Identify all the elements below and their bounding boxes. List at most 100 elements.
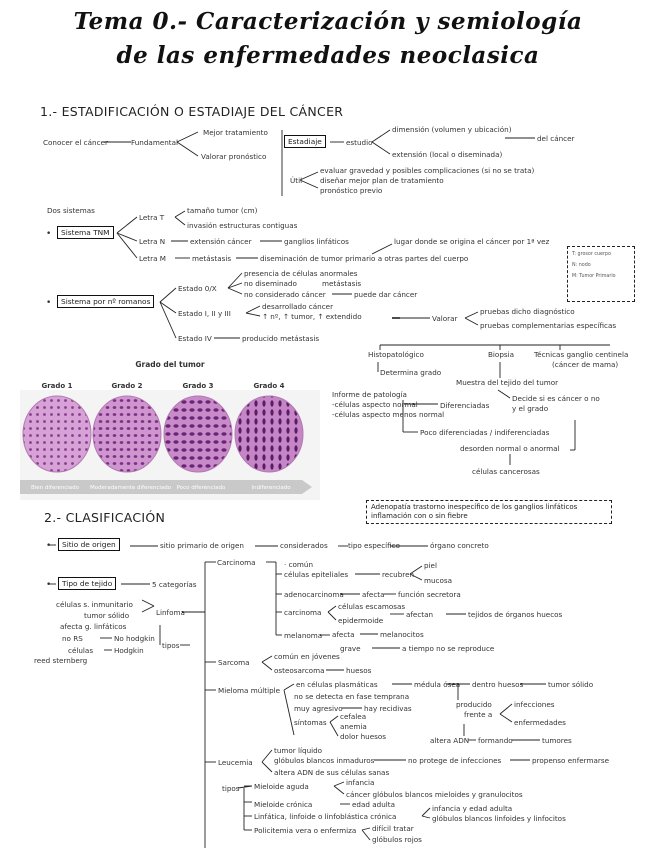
text-v2: pruebas complementarias específicas xyxy=(480,321,617,330)
text-linfoma: Linfoma xyxy=(156,608,185,617)
romanos-box: Sistema por nº romanos xyxy=(57,295,155,308)
page-title-line2: de las enfermedades neoclasica xyxy=(116,42,540,69)
text-tumor-solido: tumor sólido xyxy=(548,680,594,689)
bullet-tipo: • xyxy=(46,580,52,590)
text-melanoma: melanoma xyxy=(284,631,323,640)
text-lugar: lugar donde se origina el cáncer por 1ª … xyxy=(394,237,550,246)
text-inmunitario: células s. inmunitario xyxy=(56,600,133,609)
text-estado0: Estado 0/X xyxy=(178,284,217,293)
grade-label-1: Grado 1 xyxy=(41,382,73,390)
grade-footer-1: Bien diferenciado xyxy=(30,485,80,491)
bullet-sitio: • xyxy=(46,541,52,551)
text-sint-2: anemia xyxy=(340,722,367,731)
text-leu-1: tumor líquido xyxy=(274,746,323,755)
text-estado4: Estado IV xyxy=(178,334,212,343)
text-leu-2c: propenso enfermarse xyxy=(532,756,610,765)
text-estudio: estudio xyxy=(346,138,373,147)
text-util-3: pronóstico previo xyxy=(320,186,383,195)
section2-heading: 2.- CLASIFICACIÓN xyxy=(44,510,166,525)
grade-footer-4: Indiferenciado xyxy=(251,485,291,491)
text-mel-2: grave xyxy=(340,644,361,653)
text-e0-2: no diseminado xyxy=(244,279,297,288)
text-mel-1: afecta xyxy=(332,630,355,639)
text-dos-sistemas: Dos sistemas xyxy=(47,206,95,215)
text-dimension: dimensión (volumen y ubicación) xyxy=(392,125,512,134)
text-afecta-g: afecta g. linfáticos xyxy=(60,622,127,631)
text-frente: frente a xyxy=(464,710,493,719)
text-escamosas: células escamosas xyxy=(338,602,406,611)
text-epidermoide: epidermoide xyxy=(338,616,384,625)
text-sitio-4: órgano concreto xyxy=(430,541,489,550)
text-e1-1: desarrollado cáncer xyxy=(262,302,334,311)
text-sar-2: osteosarcoma xyxy=(274,666,325,675)
text-altera: altera ADN xyxy=(430,736,470,745)
text-t1: tamaño tumor (cm) xyxy=(187,206,258,215)
tumor-grade-figure: Grado del tumor Grado 1 Grado 2 Grado 3 … xyxy=(20,356,320,500)
text-biopsia: Biopsia xyxy=(488,350,515,359)
text-mel-1b: melanocitos xyxy=(380,630,424,639)
bullet-romanos: • xyxy=(46,298,52,308)
text-mieloma: Mieloma múltiple xyxy=(218,686,281,695)
text-no-hodgkin: No hodgkin xyxy=(114,634,155,643)
grade-label-4: Grado 4 xyxy=(253,382,285,390)
grade-cells-image xyxy=(20,390,320,500)
section1-heading: 1.- ESTADIFICACIÓN O ESTADIAJE DEL CÁNCE… xyxy=(40,104,344,119)
text-ma-2: cáncer glóbulos blancos mieloides y gran… xyxy=(346,790,523,799)
text-pc-2: glóbulos rojos xyxy=(372,835,422,844)
text-piel: piel xyxy=(424,561,437,570)
text-dentro: dentro huesos xyxy=(472,680,524,689)
text-leu-3: altera ADN de sus células sanas xyxy=(274,768,390,777)
text-e0-3b: puede dar cáncer xyxy=(354,290,418,299)
text-util-2: diseñar mejor plan de tratamiento xyxy=(320,176,444,185)
adenopatia-line2: inflamación con o sin fiebre xyxy=(371,512,468,520)
sidebox-line1: T: grosor cuerpo xyxy=(572,252,611,257)
text-sitio-1: sitio primario de origen xyxy=(160,541,244,550)
text-pc-1: difícil tratar xyxy=(372,824,414,833)
sidebox-line2: N: nodo xyxy=(572,263,591,268)
text-e0-1: presencia de células anormales xyxy=(244,269,358,278)
text-no-rs: no RS xyxy=(62,634,83,643)
text-leu-2b: no protege de infecciones xyxy=(408,756,502,765)
text-celulas-cancerosas: células cancerosas xyxy=(472,467,540,476)
text-diferenciadas: Diferenciadas xyxy=(440,401,490,410)
text-funcion: función secretora xyxy=(398,590,461,599)
text-valorar: Valorar xyxy=(432,314,458,323)
text-e4: producido metástasis xyxy=(242,334,320,343)
text-m2: diseminación de tumor primario a otras p… xyxy=(260,254,469,263)
text-tipos: tipos xyxy=(162,641,180,650)
text-mel-2b: a tiempo no se reproduce xyxy=(402,644,495,653)
text-sint-3: dolor huesos xyxy=(340,732,387,741)
tipo-box: Tipo de tejido xyxy=(58,577,117,590)
text-recidivas: hay recidivas xyxy=(364,704,412,713)
text-letra-t: Letra T xyxy=(139,213,165,222)
text-formando: formando xyxy=(478,736,513,745)
text-medula: médula ósea xyxy=(414,680,461,689)
grade-label-3: Grado 3 xyxy=(182,382,214,390)
text-conocer: Conocer el cáncer xyxy=(43,138,108,147)
text-del-cancer: del cáncer xyxy=(537,134,575,143)
text-afecta: afecta xyxy=(362,590,385,599)
text-tipos2: tipos xyxy=(222,784,240,793)
text-adenocarcinoma: adenocarcinoma xyxy=(284,590,344,599)
text-mie-3: muy agresivo xyxy=(294,704,343,713)
text-epiteliales: células epiteliales xyxy=(284,570,349,579)
text-v1: pruebas dicho diagnóstico xyxy=(480,307,575,316)
text-histopatologico: Histopatológico xyxy=(368,350,424,359)
text-producido: producido xyxy=(456,700,492,709)
text-determina-grado: Determina grado xyxy=(380,368,442,377)
text-letra-m: Letra M xyxy=(139,254,166,263)
text-reed: reed sternberg xyxy=(34,656,88,665)
text-sint-1: cefalea xyxy=(340,712,367,721)
text-enfermedades: enfermedades xyxy=(514,718,566,727)
text-n2: ganglios linfáticos xyxy=(284,237,349,246)
text-valorar-pronostico: Valorar pronóstico xyxy=(201,152,267,161)
text-m1: metástasis xyxy=(192,254,232,263)
text-huesos: huesos xyxy=(346,666,372,675)
text-e1-2: ↑ nº, ↑ tumor, ↑ extendido xyxy=(262,312,362,321)
text-mie-1: en células plasmáticas xyxy=(296,680,378,689)
text-tejidos: tejidos de órganos huecos xyxy=(468,610,563,619)
text-sitio-2: considerados xyxy=(280,541,328,550)
text-recubren: recubren xyxy=(382,570,415,579)
adenopatia-box: Adenopatía trastorno inespecífico de los… xyxy=(366,500,612,524)
